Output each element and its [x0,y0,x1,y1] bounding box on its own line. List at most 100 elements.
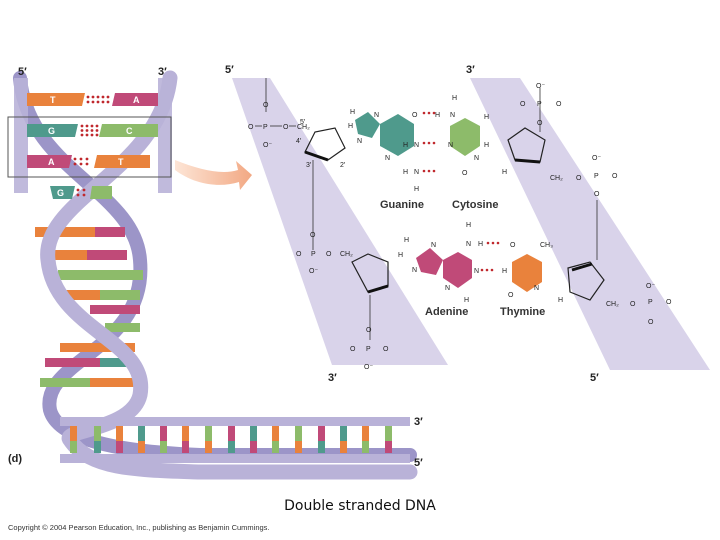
guanine-h-4: H [414,186,419,193]
sugar4-h: H [558,297,563,304]
atom-ch2-2: CH₂ [550,175,563,182]
atom-p-5: P [366,346,371,353]
atom-o-15: O [383,346,389,353]
atom-p-4: P [311,251,316,258]
atom-o-4: O [520,101,526,108]
thymine-label: Thymine [500,306,545,318]
cytosine-h-1: H [452,95,457,102]
thymine-ch3: CH₃ [540,242,553,249]
bp1-left: T [50,95,56,105]
cytosine-h-4: H [484,142,489,149]
detail-top-5prime: 5′ [225,64,234,76]
sugar-ring-4 [567,261,605,301]
atom-o-6: O [537,120,543,127]
atom-o-12: O [326,251,332,258]
ladder-rail-bottom [60,454,410,463]
cytosine-h-3: H [484,114,489,121]
detail-bottom-3prime: 3′ [328,372,337,384]
bp2-right: C [126,126,133,136]
thymine-o-1: O [510,242,516,249]
bp2-left: G [48,126,55,136]
backbone-bands [232,78,710,370]
adenine-h-4: H [464,297,469,304]
at-hbonds [480,241,500,272]
figure-caption: Double stranded DNA [284,498,436,514]
adenine-six-ring [443,252,472,288]
bp1-right: A [133,95,140,105]
strand-top-left [14,78,28,193]
base-pair-row-4: G [50,186,112,199]
atom-o-17: O [666,299,672,306]
atom-o-11: O [296,251,302,258]
base-pair-row-1: T A [27,93,158,106]
copyright-notice: Copyright © 2004 Pearson Education, Inc.… [8,523,270,532]
thymine-h: H [502,268,507,275]
adenine-n-4: N [474,268,479,275]
detail-bottom-5prime: 5′ [590,372,599,384]
guanine-n-1: N [374,112,379,119]
atom-o-9: O [594,191,600,198]
atom-p-1: P [263,124,268,131]
cytosine-n-1: N [450,112,455,119]
atom-ominus-1: O⁻ [263,142,272,149]
gc-hbonds [422,111,436,173]
strand-top-right [158,78,172,193]
base-pair-row-2: G C [27,124,158,137]
guanine-n-4: N [414,142,419,149]
cytosine-n-3: N [474,155,479,162]
adenine-five-ring [416,248,443,275]
atom-o-3: O [283,124,289,131]
atom-ominus-6: O⁻ [646,283,655,290]
bp4-left: G [57,188,64,198]
sugar2-h: H [502,169,507,176]
guanine-o: O [412,112,418,119]
label-5prime-c: 5′ [300,119,306,126]
atom-o-14: O [350,346,356,353]
atom-ominus-3: O⁻ [592,155,601,162]
atom-o-5: O [556,101,562,108]
guanine-n-3: N [385,155,390,162]
left-top-3prime: 3′ [158,66,167,78]
adenine-h-3: H [478,241,483,248]
sugar3-h: H [398,252,403,259]
cytosine-n-2: N [448,142,453,149]
cytosine-o: O [462,170,468,177]
atom-o-1: O [263,102,269,109]
label-3prime-c: 3′ [306,162,312,169]
cytosine-h-2: H [435,112,440,119]
guanine-five-ring [355,112,380,138]
base-pair-row-3: A T [27,155,150,168]
bp3-right: T [118,157,124,167]
helix-rungs [35,227,143,387]
left-top-5prime: 5′ [18,66,27,78]
cytosine-ring [450,118,480,156]
guanine-six-ring [380,114,414,156]
panel-label: (d) [8,453,22,465]
atom-o-10: O [310,232,316,239]
atom-o-8: O [612,173,618,180]
left-hbond-dots [73,95,110,197]
atom-o-7: O [576,175,582,182]
guanine-n-5: N [414,169,419,176]
atom-ominus-5: O⁻ [364,364,373,371]
guanine-h-1: H [350,109,355,116]
thymine-ring [512,254,542,292]
adenine-n-1: N [431,242,436,249]
atom-ominus-4: O⁻ [309,268,318,275]
detail-top-3prime: 3′ [466,64,475,76]
atom-p-3: P [594,173,599,180]
label-2prime-c: 2′ [340,162,346,169]
atom-ch2-4: CH₂ [606,301,619,308]
thymine-o-2: O [508,292,514,299]
atom-ch2-3: CH₂ [340,251,353,258]
double-helix [13,70,418,480]
sugar-ring-3 [351,253,389,293]
sugar1-h: H [348,123,353,130]
atom-o-18: O [648,319,654,326]
guanine-n-2: N [357,138,362,145]
adenine-n-2: N [412,267,417,274]
guanine-label: Guanine [380,199,424,211]
guanine-h-2: H [403,142,408,149]
atom-ominus-2: O⁻ [536,83,545,90]
